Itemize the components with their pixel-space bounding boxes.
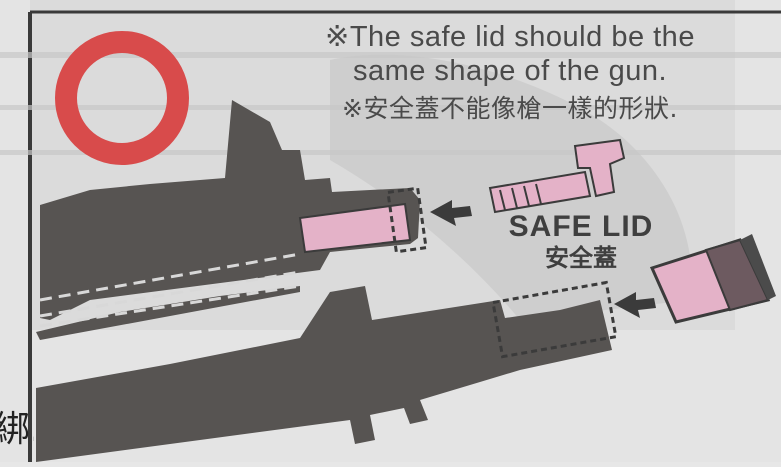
safe-lid-label: SAFE LID 安全蓋: [486, 212, 676, 272]
safe-lid-label-chinese: 安全蓋: [486, 244, 676, 272]
safe-lid-label-english: SAFE LID: [486, 212, 676, 242]
instruction-line-2: same shape of the gun.: [250, 54, 770, 88]
cropped-edge-text: 綁.: [0, 400, 34, 450]
instruction-note: ※The safe lid should be the same shape o…: [250, 20, 770, 126]
instruction-line-3: ※安全蓋不能像槍一樣的形狀.: [250, 92, 770, 126]
instruction-line-1: ※The safe lid should be the: [250, 20, 770, 54]
